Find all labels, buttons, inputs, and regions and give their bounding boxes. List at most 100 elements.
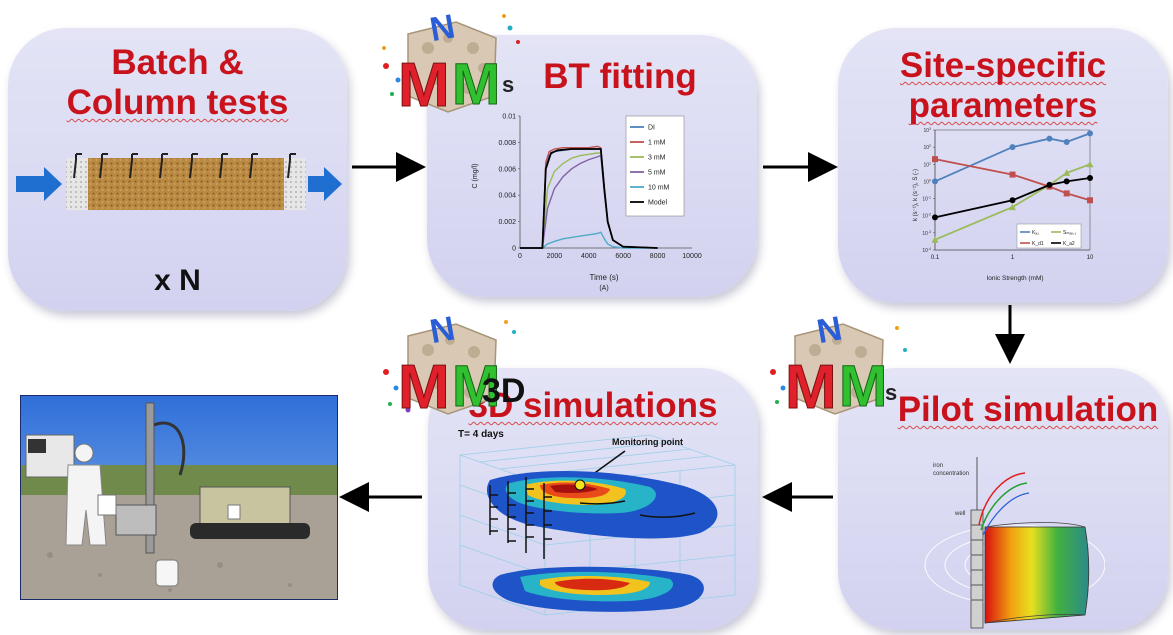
- site-title-line2: parameters: [908, 86, 1098, 125]
- ion-point: [1063, 178, 1070, 185]
- ion-x-tick: 10: [1087, 255, 1094, 261]
- pilot-cylinder-illustration: iron concentration well: [924, 457, 1105, 629]
- pilot-well-label: well: [954, 511, 965, 517]
- ion-point: [932, 156, 938, 163]
- soil-column-illustration: [16, 153, 342, 210]
- ion-point: [1063, 169, 1071, 176]
- logo-3d-letter-m-green: M: [452, 354, 500, 419]
- ion-y-tick: 10-1: [922, 196, 931, 203]
- mnm-logo-pilot: M N M s: [770, 310, 907, 420]
- ion-legend-label: Sₘₐₓ,₁: [1063, 230, 1076, 236]
- batch-title-line1: Batch &: [111, 43, 244, 82]
- plume-3d-illustration: T= 4 days Monitoring point: [458, 429, 736, 616]
- bt-x-tick: 8000: [650, 253, 666, 260]
- ion-point: [1087, 175, 1093, 181]
- ion-y-tick: 10-3: [922, 230, 931, 237]
- field-injection-photo: [20, 395, 338, 600]
- bt-legend-box: [625, 115, 685, 217]
- bt-x-tick: 4000: [581, 253, 597, 260]
- bt-caption: (A): [599, 285, 608, 292]
- ion-point: [932, 214, 938, 221]
- ion-legend-label: Kₐ₁: [1032, 230, 1039, 236]
- ion-y-tick: 103: [923, 127, 931, 134]
- site-title: Site-specific parameters: [838, 46, 1168, 126]
- ion-point: [1009, 203, 1016, 211]
- logo-3d-letter-m-red: M: [398, 353, 450, 420]
- ion-y-tick: 101: [923, 161, 931, 168]
- batch-title-line2: Column tests: [66, 83, 289, 122]
- pilot-title: Pilot simulation: [888, 390, 1168, 430]
- pilot-cylinder-slice: [984, 526, 1090, 624]
- mnm-logo-3d: M N M 3D: [383, 310, 525, 420]
- ion-point: [1046, 135, 1053, 142]
- monitoring-point-label: Monitoring point: [612, 437, 683, 447]
- ion-point: [1046, 181, 1053, 188]
- bt-legend-label: Model: [648, 200, 668, 207]
- mnm-logo-top: M N M s: [382, 8, 520, 118]
- ion-point: [1009, 171, 1016, 178]
- pilot-iron-label: iron: [933, 463, 943, 469]
- ion-point: [1009, 197, 1016, 204]
- bt-y-tick: 0.008: [498, 140, 516, 147]
- logo-pilot-letter-m-red: M: [785, 353, 837, 420]
- ion-x-axis-label: Ionic Strength (mM): [986, 275, 1043, 282]
- bt-legend-label: 1 mM: [648, 140, 666, 147]
- pilot-concentration-label: concentration: [933, 471, 969, 477]
- ion-x-tick: 0.1: [931, 255, 940, 261]
- injection-wells: [489, 477, 552, 559]
- sampling-ports: [73, 153, 296, 179]
- multiplier-label: x N: [154, 264, 201, 297]
- bt-x-tick: 2000: [547, 253, 563, 260]
- ion-legend-label: K_a2: [1063, 241, 1075, 247]
- bt-legend-label: 5 mM: [648, 170, 666, 177]
- bt-y-tick: 0.01: [502, 114, 516, 121]
- monitoring-point-marker: [574, 479, 586, 491]
- bt-legend-label: DI: [648, 125, 655, 132]
- ion-point: [1063, 190, 1070, 197]
- pilot-title-text: Pilot simulation: [897, 390, 1159, 429]
- logo-letter-m-red: M: [398, 51, 450, 118]
- bt-y-tick: 0.006: [498, 166, 516, 173]
- logo-pilot-letter-m-green: M: [839, 354, 887, 419]
- bt-legend-label: 3 mM: [648, 155, 666, 162]
- ion-x-tick: 1: [1011, 255, 1015, 261]
- ion-y-tick: 10-2: [922, 213, 931, 220]
- logo-3d-confetti: [383, 320, 516, 413]
- site-specific-panel: Site-specific parameters: [838, 28, 1168, 303]
- logo-letter-m-green: M: [452, 52, 500, 117]
- bt-x-tick: 6000: [615, 253, 631, 260]
- ion-y-tick: 100: [923, 178, 931, 185]
- batch-title: Batch & Column tests: [8, 43, 347, 123]
- bt-x-tick: 0: [518, 253, 522, 260]
- bt-x-tick: 10000: [682, 253, 702, 260]
- logo-letter-s: s: [502, 72, 514, 97]
- ion-legend-box: [1016, 223, 1082, 249]
- ion-point: [932, 178, 938, 185]
- ion-point: [1086, 160, 1094, 168]
- ion-y-tick: 102: [923, 144, 931, 151]
- bt-y-tick: 0.004: [498, 193, 516, 200]
- sim3d-title: 3D simulations: [428, 386, 758, 426]
- bt-y-tick: 0.002: [498, 219, 516, 226]
- bt-title: BT fitting: [483, 57, 757, 97]
- bt-series-line: [520, 231, 658, 249]
- bt-series-line: [520, 148, 658, 249]
- plume-lower: [492, 566, 704, 612]
- logo-pilot-confetti: [770, 326, 907, 404]
- ion-legend-label: K_d1: [1032, 241, 1044, 247]
- ion-point: [1087, 130, 1093, 137]
- bt-legend-label: 10 mM: [648, 185, 670, 192]
- column-inlet-gravel: [66, 158, 88, 210]
- time-label: T= 4 days: [458, 429, 504, 440]
- bt-y-axis-label: C (mg/l): [472, 164, 479, 189]
- outflow-arrow-icon: [308, 167, 342, 201]
- ion-point: [931, 236, 939, 243]
- site-title-line1: Site-specific: [899, 46, 1107, 85]
- sim3d-title-text: 3D simulations: [468, 386, 718, 425]
- inflow-arrow-icon: [16, 167, 62, 201]
- bt-x-axis-label: Time (s): [589, 273, 618, 282]
- logo-3d-suffix: 3D: [482, 372, 525, 410]
